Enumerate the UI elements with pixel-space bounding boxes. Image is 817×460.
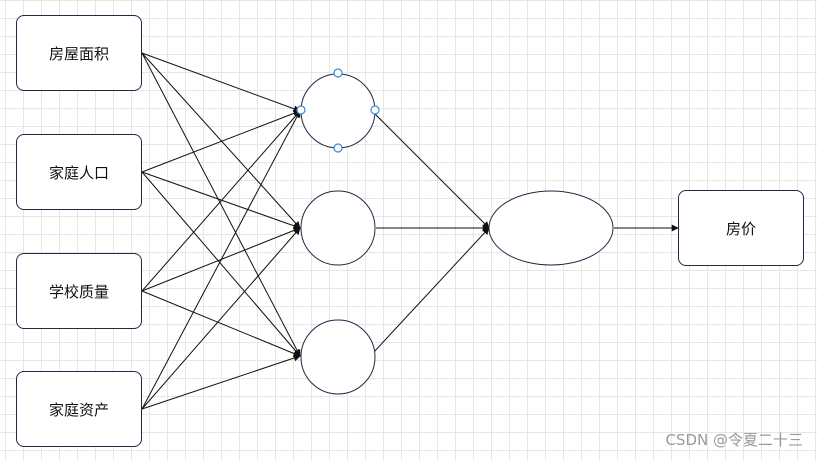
input-node-label: 学校质量 [48,282,109,301]
edge-input3-hidden3 [141,290,301,357]
selection-handle-right[interactable] [370,105,380,115]
input-node-house-area[interactable]: 房屋面积 [16,15,142,91]
edge-input4-hidden3 [141,354,301,410]
input-node-label: 房屋面积 [48,44,109,63]
hidden-neuron-1[interactable] [300,73,376,149]
edge-input4-hidden2 [141,227,301,410]
edge-input2-hidden1 [141,110,301,173]
edge-input4-hidden1 [141,110,301,410]
watermark: CSDN @令夏二十三 [665,431,803,449]
edge-input2-hidden2 [141,171,301,230]
input-node-school-quality[interactable]: 学校质量 [16,253,142,329]
input-node-family-size[interactable]: 家庭人口 [16,134,142,210]
input-node-label: 家庭资产 [48,400,109,419]
input-node-label: 家庭人口 [48,163,109,182]
edge-hidden1-output [372,111,490,229]
hidden-neuron-3[interactable] [300,319,376,395]
edge-input1-hidden2 [141,52,301,229]
edge-input1-hidden3 [141,52,301,357]
selection-handle-bottom[interactable] [333,143,343,153]
output-neuron[interactable] [488,190,614,266]
edge-input3-hidden1 [141,110,301,292]
output-node-label: 房价 [725,219,756,238]
edge-input1-hidden1 [141,52,301,113]
output-node-house-price[interactable]: 房价 [678,190,804,266]
edge-input2-hidden3 [141,171,301,357]
selection-handle-left[interactable] [296,105,306,115]
edge-hidden3-output [372,227,490,354]
selection-handle-top[interactable] [333,68,343,78]
hidden-neuron-2[interactable] [300,190,376,266]
input-node-family-assets[interactable]: 家庭资产 [16,371,142,447]
